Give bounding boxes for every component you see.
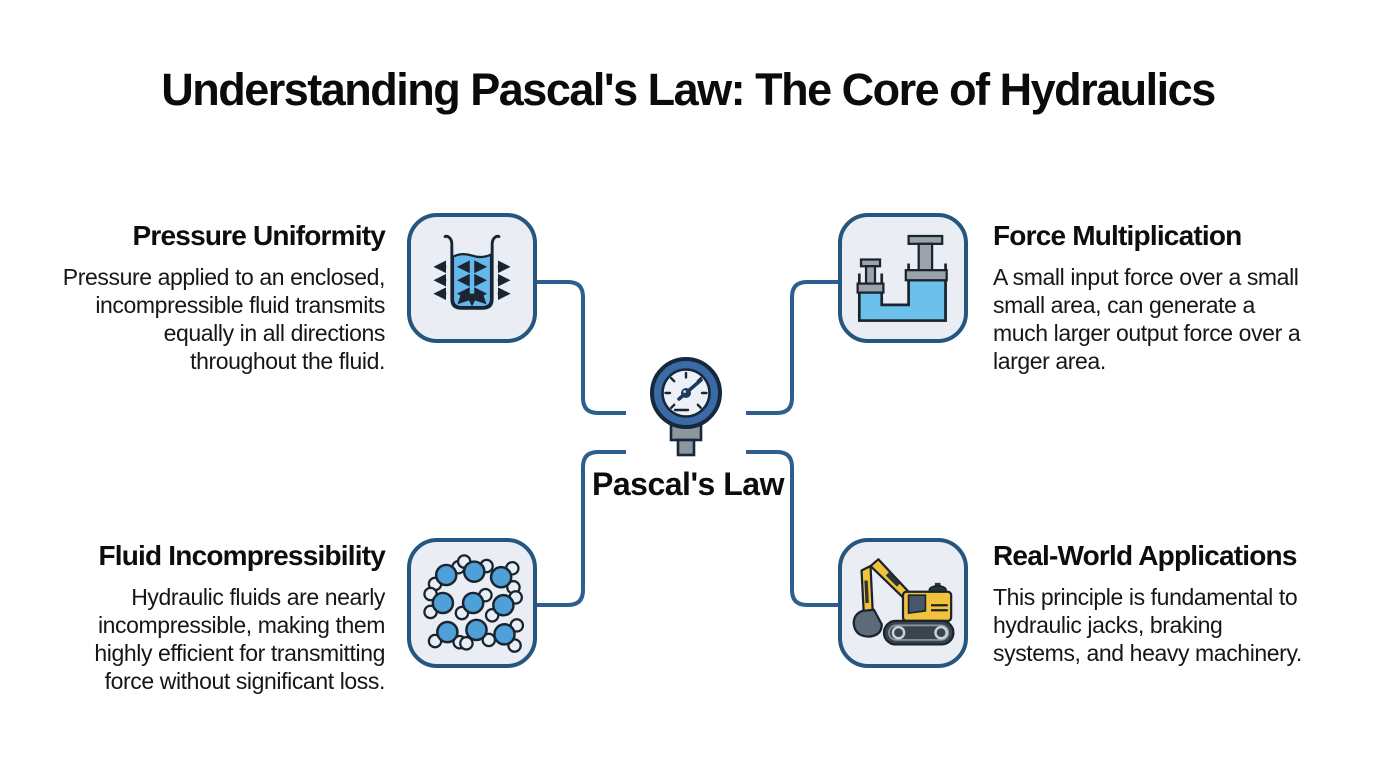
hydraulic-press-icon	[856, 234, 948, 322]
icon-card-force-multiplication	[838, 213, 968, 343]
section-real-world-applications: Real-World Applications This principle i…	[993, 540, 1338, 667]
icon-card-fluid-incompressibility	[407, 538, 537, 668]
pressure-beaker-arrows-icon	[433, 234, 511, 310]
fluid-molecules-icon	[423, 554, 525, 653]
section-body: Hydraulic fluids are nearly incompressib…	[94, 584, 385, 695]
connector-bottom-left	[537, 450, 626, 607]
section-fluid-incompressibility: Fluid Incompressibility Hydraulic fluids…	[30, 540, 385, 695]
section-force-multiplication: Force Multiplication A small input force…	[993, 220, 1338, 375]
page-title: Understanding Pascal's Law: The Core of …	[161, 64, 1216, 115]
section-body: A small input force over a small small a…	[993, 264, 1301, 375]
connector-bottom-right	[746, 450, 839, 607]
icon-card-real-world-applications	[838, 538, 968, 668]
section-body: Pressure applied to an enclosed, incompr…	[62, 264, 386, 375]
section-heading: Force Multiplication	[993, 220, 1242, 251]
section-body: This principle is fundamental to hydraul…	[993, 584, 1302, 667]
center-label: Pascal's Law	[592, 466, 784, 502]
section-heading: Real-World Applications	[993, 540, 1297, 571]
section-pressure-uniformity: Pressure Uniformity Pressure applied to …	[30, 220, 386, 375]
connector-top-left	[537, 280, 626, 415]
icon-card-pressure-uniformity	[407, 213, 537, 343]
section-heading: Pressure Uniformity	[132, 220, 386, 251]
pressure-gauge-icon	[650, 357, 722, 457]
excavator-icon	[852, 558, 955, 646]
section-heading: Fluid Incompressibility	[98, 540, 385, 571]
connector-top-right	[746, 280, 839, 415]
